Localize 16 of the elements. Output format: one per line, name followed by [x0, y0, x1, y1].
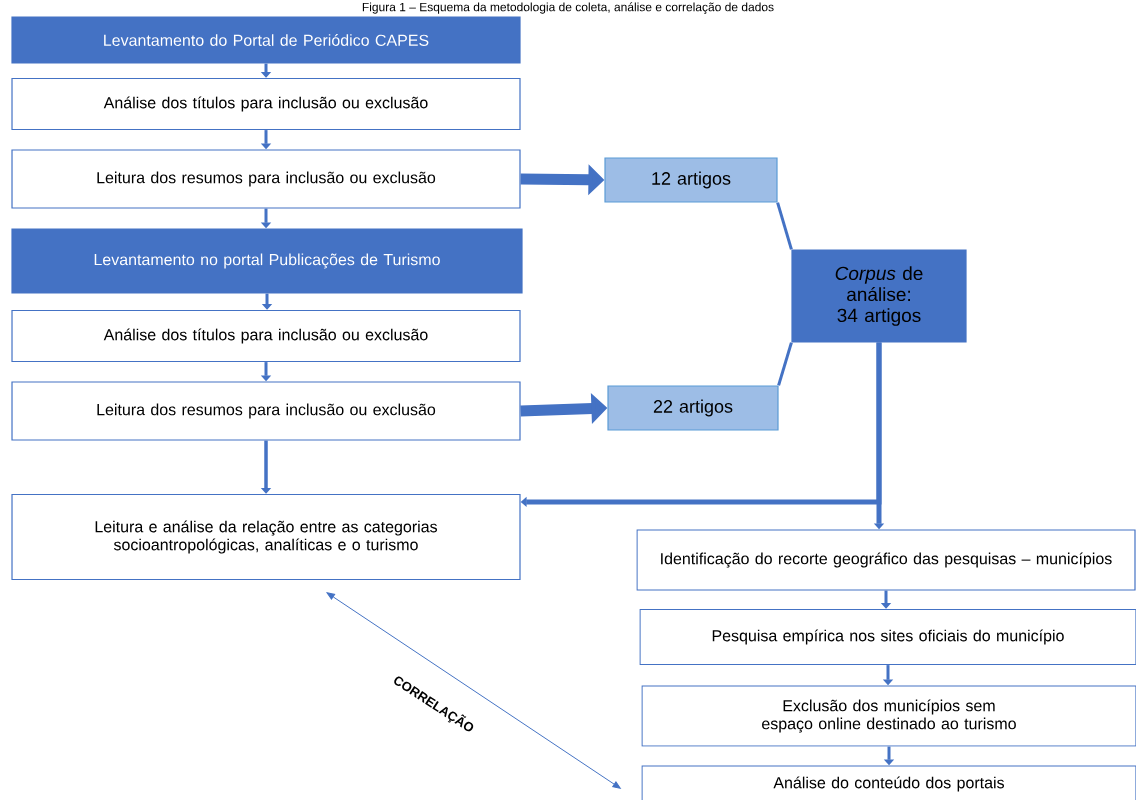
process-box: Análise do conteúdo dos portais [641, 765, 1136, 800]
process-box: Identificação do recorte geográfico das pesquisas – municípios [636, 529, 1136, 591]
process-box: Análise dos títulos para inclusão ou exclusão [11, 77, 521, 131]
process-box: Leitura dos resumos para inclusão ou exclusão [11, 381, 521, 441]
arrow [326, 592, 621, 789]
process-box: Leitura dos resumos para inclusão ou exclusão [11, 149, 521, 209]
title-box: Levantamento do Portal de Periódico CAPES [11, 16, 521, 64]
process-box: Análise dos títulos para inclusão ou exclusão [11, 309, 521, 363]
figure-title: Figura 1 – Esquema da metodologia de coleta, análise e correlação de dados [362, 2, 774, 14]
title-box: Levantamento no portal Publicações de Turismo [11, 228, 523, 294]
count-box: 22 artigos [607, 385, 779, 431]
result-box: Corpus de análise: 34 artigos [791, 249, 967, 343]
process-box: Leitura e análise da relação entre as categorias socioantropológicas, analíticas e o turismo [11, 493, 521, 581]
process-box: Pesquisa empírica nos sites oficiais do município [639, 608, 1136, 666]
process-box: Exclusão dos municípios sem espaço online destinado ao turismo [641, 685, 1136, 747]
count-box: 12 artigos [604, 157, 778, 203]
